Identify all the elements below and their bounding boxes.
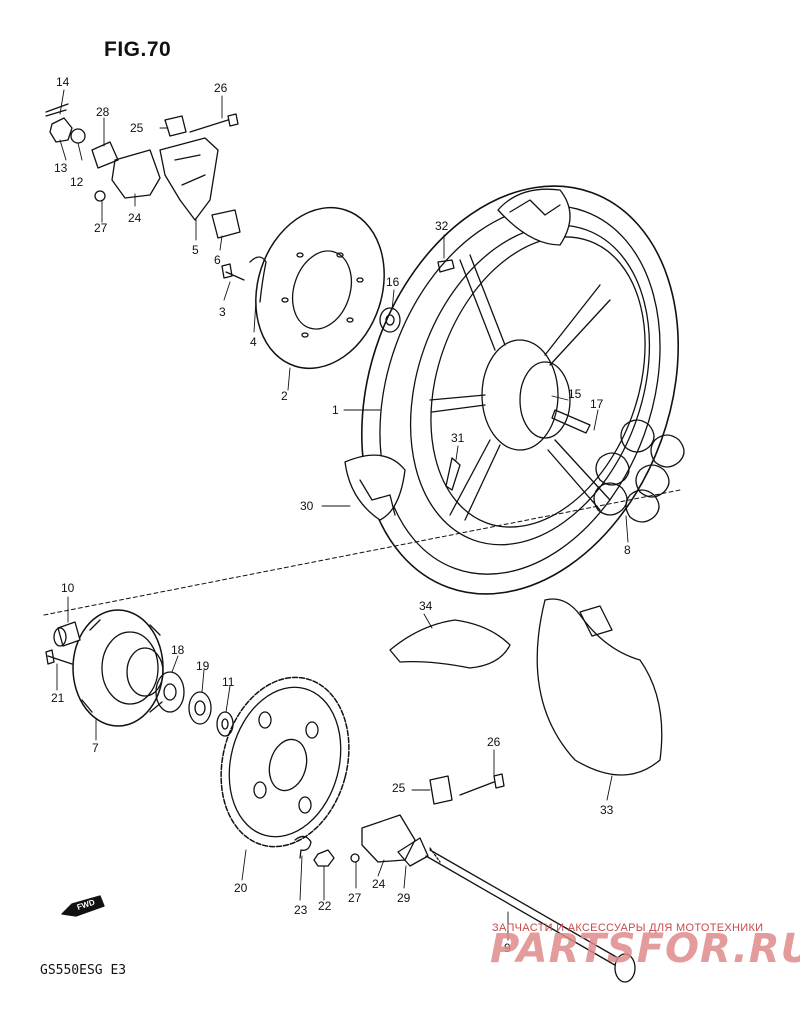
callout-24a: 24 [128,211,142,225]
callout-33: 33 [600,803,614,817]
figure-title: FIG.70 [104,38,172,61]
callout-31: 31 [451,431,465,445]
watermark-logo: PARTSFOR.RU [490,926,800,972]
callout-32: 32 [435,219,449,233]
callout-27b: 27 [348,891,362,905]
nut-27-bottom [350,853,360,863]
washer-12 [70,128,86,144]
spacer-11 [216,711,234,737]
clip-4 [249,256,267,303]
assembly-line [43,489,681,616]
nut-13 [49,117,73,143]
callout-30: 30 [300,499,314,513]
callout-23: 23 [294,903,308,917]
tube-34 [389,619,511,669]
callout-29: 29 [397,891,411,905]
callout-6: 6 [214,253,221,267]
callout-9: 9 [504,941,511,955]
callout-15: 15 [568,387,582,401]
callout-3: 3 [219,305,226,319]
callout-26b: 26 [487,735,501,749]
nut-22 [313,849,335,867]
bracket-29 [397,837,429,867]
rear-sprocket [220,676,350,848]
callout-13: 13 [54,161,68,175]
fwd-arrow [61,895,105,917]
callout-12: 12 [70,175,84,189]
rear-axle [425,847,636,983]
wheel-dampers [593,419,685,523]
torque-link-24-top [111,149,161,199]
callout-21: 21 [51,691,65,705]
callout-17: 17 [590,397,604,411]
cotter-pin-14 [45,103,69,117]
sprocket-carrier [72,609,164,727]
callout-22: 22 [318,899,332,913]
callout-18: 18 [171,643,185,657]
callout-27a: 27 [94,221,108,235]
bearing-16 [379,307,401,333]
callout-10: 10 [61,581,75,595]
callout-1: 1 [332,403,339,417]
callout-5: 5 [192,243,199,257]
callout-7: 7 [92,741,99,755]
bearing-18 [155,671,185,713]
spacer-6 [211,209,241,239]
model-code: GS550ESG E3 [40,963,127,978]
balance-weight [437,259,455,273]
callouts: 14 28 13 12 25 26 24 27 5 6 3 4 2 16 1 1… [51,75,631,955]
stopper-25-top [164,115,187,137]
bolt-3 [221,263,245,281]
callout-34: 34 [419,599,433,613]
watermark-tagline: ЗАПЧАСТИ И АКСЕССУАРЫ ДЛЯ МОТОТЕХНИКИ [492,922,764,934]
callout-24b: 24 [372,877,386,891]
oil-seal-19 [188,691,212,725]
rear-wheel [344,185,679,595]
bolt-21 [45,649,73,665]
callout-2: 2 [281,389,288,403]
callout-19: 19 [196,659,210,673]
lock-washer-23 [294,835,312,859]
tire-valve [445,457,461,491]
callout-8: 8 [624,543,631,557]
callout-28: 28 [96,105,110,119]
bolt-26-top [189,113,239,133]
callout-20: 20 [234,881,248,895]
bolt-26-bottom [459,773,505,796]
brake-disc [255,206,385,370]
callout-11: 11 [222,675,235,689]
leader-lines [56,89,629,941]
collar-10 [53,621,81,647]
caliper-bracket [159,137,219,221]
nut-27-top [94,190,106,202]
callout-26a: 26 [214,81,228,95]
stopper-25-bottom [429,775,453,805]
callout-25b: 25 [392,781,406,795]
callout-4: 4 [250,335,257,349]
callout-16: 16 [386,275,400,289]
callout-14: 14 [56,75,70,89]
callout-25a: 25 [130,121,144,135]
drive-chain [536,598,663,776]
torque-link-24-bottom [361,814,416,863]
